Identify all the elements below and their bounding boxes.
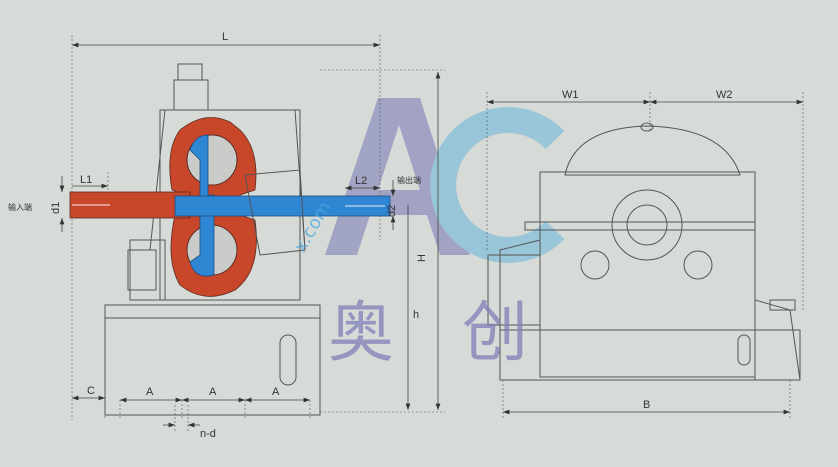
- output-end-label: 输出端: [397, 175, 421, 185]
- dim-label-W2: W2: [716, 89, 733, 101]
- watermark-text: 奥 创 x.com: [290, 198, 528, 371]
- coupling-end-view: W1 W2 B: [486, 89, 804, 420]
- dim-label-L2: L2: [355, 175, 367, 187]
- dim-label-L: L: [222, 31, 228, 43]
- input-end-label: 输入端: [8, 202, 32, 212]
- watermark-chinese-text: 奥 创: [328, 294, 528, 371]
- dim-label-B: B: [643, 399, 650, 411]
- dim-label-A-1: A: [146, 386, 154, 398]
- dim-label-W1: W1: [562, 89, 579, 101]
- gearbox-body: [539, 171, 756, 378]
- dim-label-d1: d1: [50, 202, 62, 214]
- dim-label-h: h: [413, 309, 419, 321]
- dim-label-A-2: A: [209, 386, 217, 398]
- coupling-side-view: L H h L1 d1 输入端 L2 d2 输出端: [8, 31, 445, 440]
- base-frame: [104, 304, 321, 416]
- watermark-ac-logo-c: [430, 107, 565, 263]
- dim-label-n-d: n-d: [200, 428, 216, 440]
- dim-label-A-3: A: [272, 386, 280, 398]
- dim-label-C: C: [87, 385, 95, 397]
- oil-level-gauge: [279, 334, 297, 386]
- dim-label-L1: L1: [80, 174, 92, 186]
- dim-label-d2: d2: [386, 205, 398, 217]
- output-shaft: [174, 195, 391, 217]
- dim-label-H: H: [416, 254, 428, 262]
